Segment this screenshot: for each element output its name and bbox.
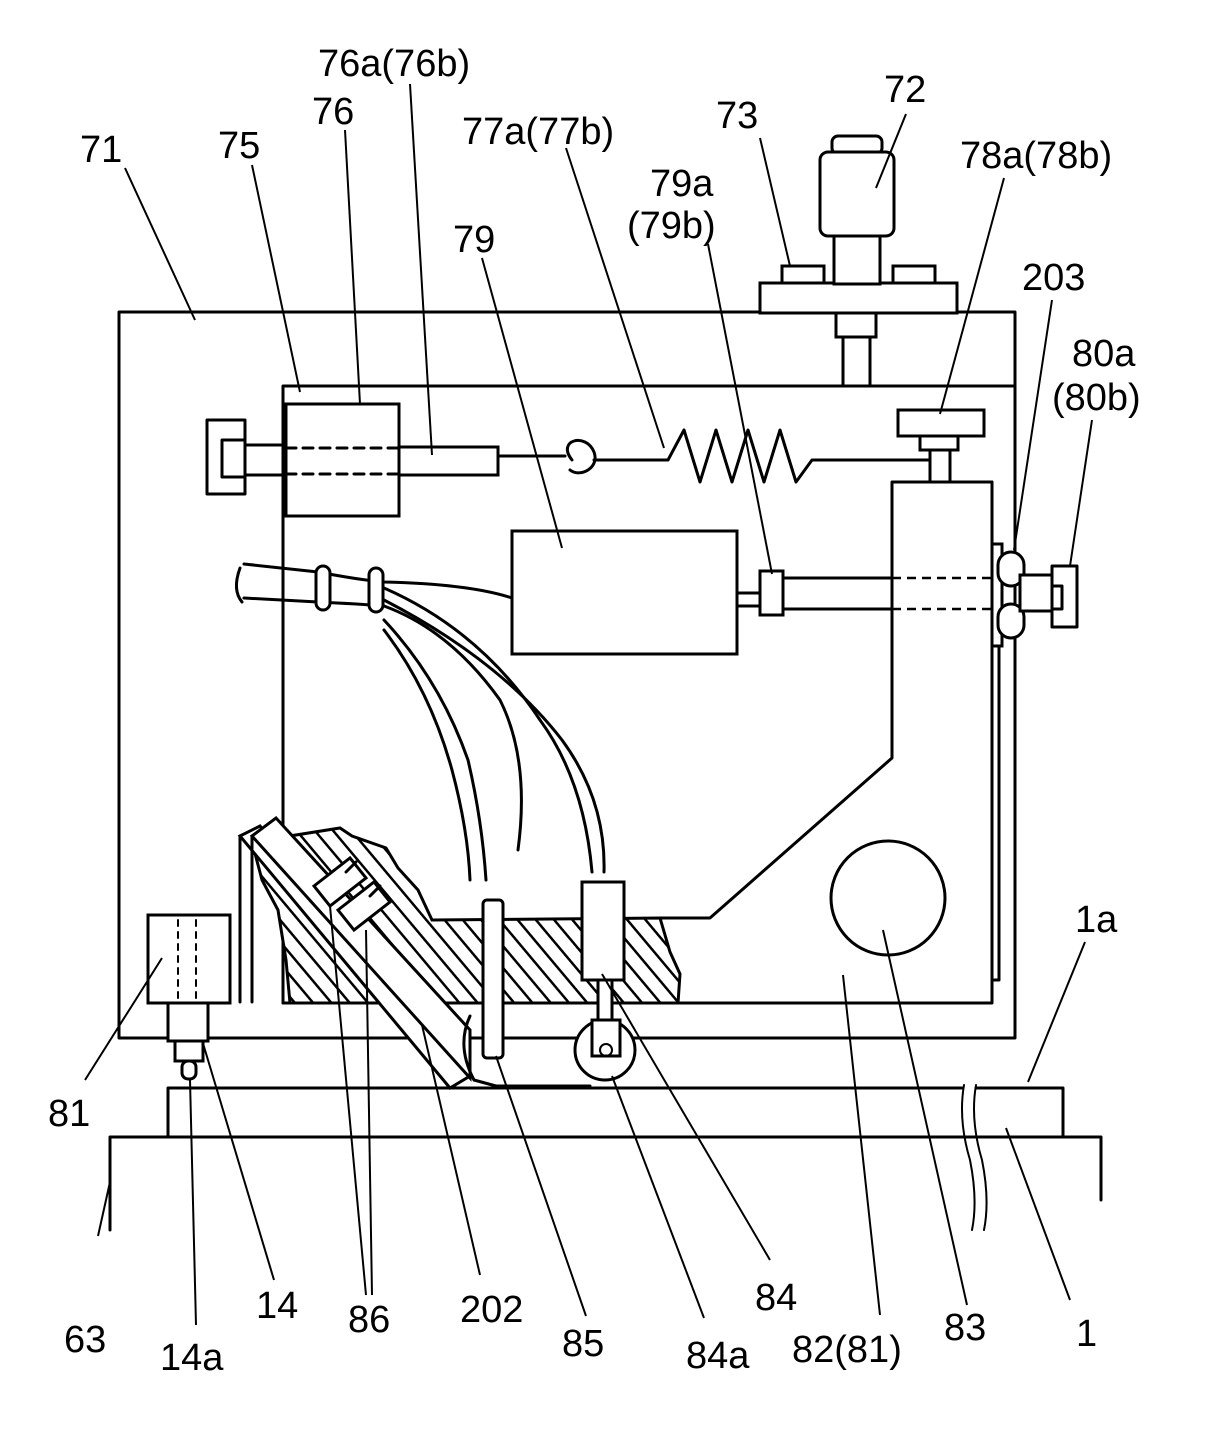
label-80a-line2: (80b) (1052, 377, 1141, 419)
clamp-80a (1052, 566, 1077, 627)
label-82: 82(81) (792, 1329, 902, 1371)
label-72: 72 (884, 69, 926, 111)
label-79a-line2: (79b) (627, 205, 716, 247)
label-84a: 84a (686, 1335, 750, 1377)
label-78a: 78a(78b) (960, 135, 1112, 177)
workpiece-block (168, 1085, 1063, 1230)
label-76a: 76a(76b) (318, 43, 470, 85)
label-63: 63 (64, 1319, 106, 1361)
label-85: 85 (562, 1323, 604, 1365)
base-bed (110, 1137, 1101, 1230)
circle-83 (831, 841, 945, 955)
label-1a: 1a (1075, 899, 1118, 941)
label-73: 73 (716, 95, 758, 137)
label-77a: 77a(77b) (462, 111, 614, 153)
label-84: 84 (755, 1277, 797, 1319)
tension-knob (898, 410, 984, 482)
leader-lines (85, 84, 1092, 1325)
label-83: 83 (944, 1307, 986, 1349)
actuator-box-79 (512, 531, 1052, 654)
reference-labels: 71 75 76 76a(76b) 77a(77b) 79 79a (79b) … (48, 43, 1141, 1379)
label-202: 202 (460, 1289, 523, 1331)
label-81: 81 (48, 1093, 90, 1135)
label-14a: 14a (160, 1337, 224, 1379)
label-71: 71 (80, 129, 122, 171)
label-14: 14 (256, 1285, 298, 1327)
clamp-203 (992, 544, 1052, 646)
label-203: 203 (1022, 257, 1085, 299)
label-80a-line1: 80a (1072, 333, 1136, 375)
block-81 (148, 915, 230, 1079)
label-75: 75 (218, 125, 260, 167)
label-79a-line1: 79a (650, 163, 714, 205)
label-79: 79 (453, 219, 495, 261)
label-76: 76 (312, 91, 354, 133)
label-86: 86 (348, 1299, 390, 1341)
label-1: 1 (1076, 1313, 1097, 1355)
adjuster-block-76 (207, 404, 565, 516)
